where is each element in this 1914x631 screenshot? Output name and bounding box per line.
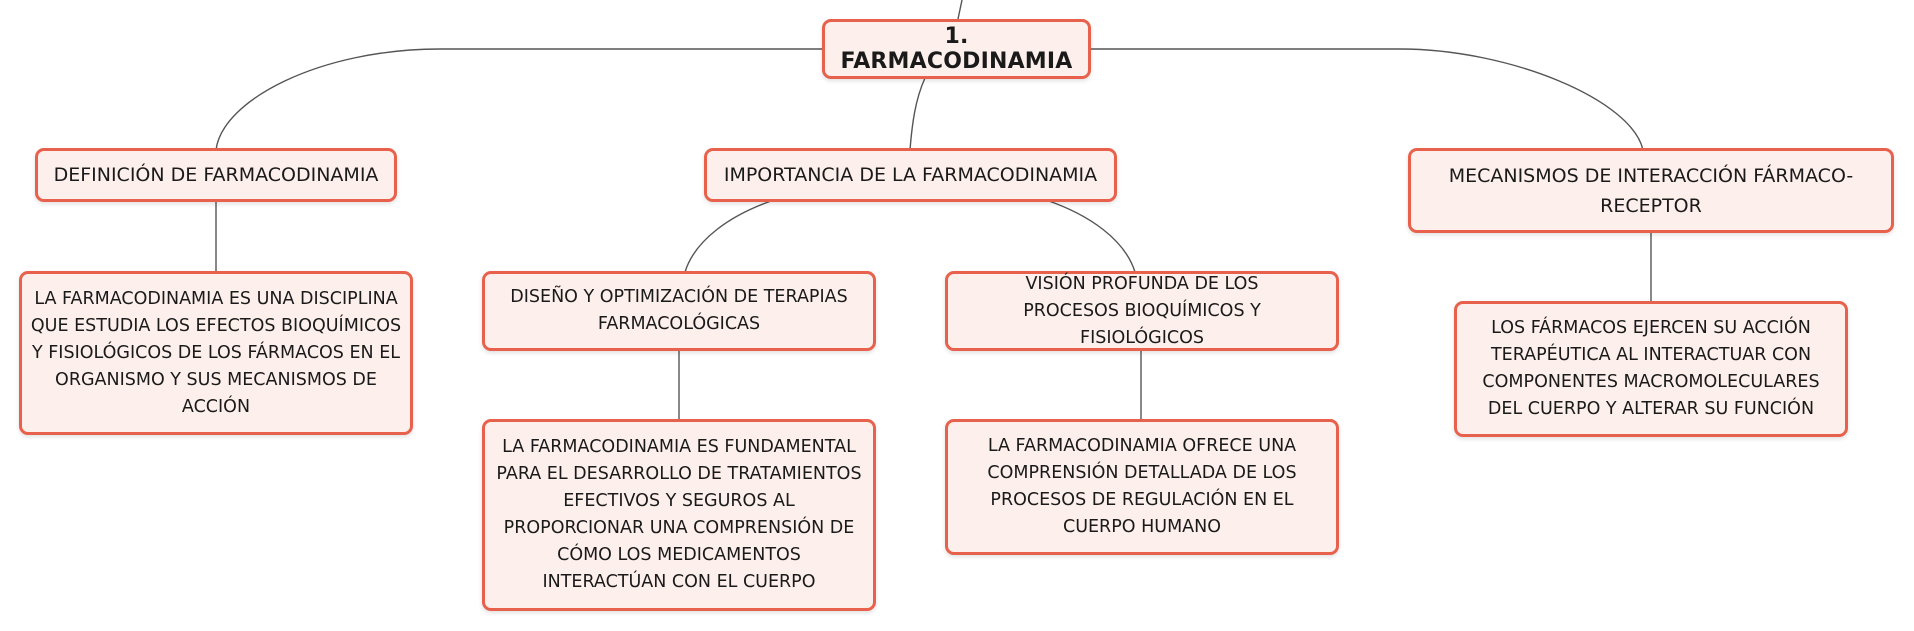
node-importancia-label: IMPORTANCIA DE LA FARMACODINAMIA [723,164,1098,186]
node-definicion-detail[interactable]: LA FARMACODINAMIA ES UNA DISCIPLINA QUE … [19,271,413,435]
node-vision-detail-text: LA FARMACODINAMIA OFRECE UNA COMPRENSIÓN… [987,436,1297,537]
root-node[interactable]: 1. FARMACODINAMIA [822,19,1091,79]
node-mecanismos[interactable]: MECANISMOS DE INTERACCIÓN FÁRMACO-RECEPT… [1408,148,1894,233]
node-importancia[interactable]: IMPORTANCIA DE LA FARMACODINAMIA [704,148,1117,202]
node-vision-label: VISIÓN PROFUNDA DE LOS PROCESOS BIOQUÍMI… [1023,273,1261,348]
node-diseno-detail-text: LA FARMACODINAMIA ES FUNDAMENTAL PARA EL… [496,437,862,592]
node-definicion-label: DEFINICIÓN DE FARMACODINAMIA [53,164,379,186]
node-vision-detail[interactable]: LA FARMACODINAMIA OFRECE UNA COMPRENSIÓN… [945,419,1339,555]
connector-importancia-diseno [684,199,775,273]
node-mecanismos-label: MECANISMOS DE INTERACCIÓN FÁRMACO-RECEPT… [1448,164,1854,217]
node-vision[interactable]: VISIÓN PROFUNDA DE LOS PROCESOS BIOQUÍMI… [945,271,1339,351]
node-diseno-detail[interactable]: LA FARMACODINAMIA ES FUNDAMENTAL PARA EL… [482,419,876,611]
connector-root-mecanismos [1090,48,1644,151]
connector-root-definicion [215,48,823,151]
root-node-label: 1. FARMACODINAMIA [840,24,1073,74]
node-mecanismos-detail[interactable]: LOS FÁRMACOS EJERCEN SU ACCIÓN TERAPÉUTI… [1454,301,1848,437]
node-diseno-label: DISEÑO Y OPTIMIZACIÓN DE TERAPIAS FARMAC… [510,287,848,334]
connector-root-parent [957,0,963,20]
connector-importancia-vision [1045,199,1136,273]
connector-root-importancia [909,77,926,151]
node-diseno[interactable]: DISEÑO Y OPTIMIZACIÓN DE TERAPIAS FARMAC… [482,271,876,351]
node-mecanismos-detail-text: LOS FÁRMACOS EJERCEN SU ACCIÓN TERAPÉUTI… [1482,318,1820,419]
node-definicion-detail-text: LA FARMACODINAMIA ES UNA DISCIPLINA QUE … [30,288,402,417]
node-definicion[interactable]: DEFINICIÓN DE FARMACODINAMIA [35,148,397,202]
